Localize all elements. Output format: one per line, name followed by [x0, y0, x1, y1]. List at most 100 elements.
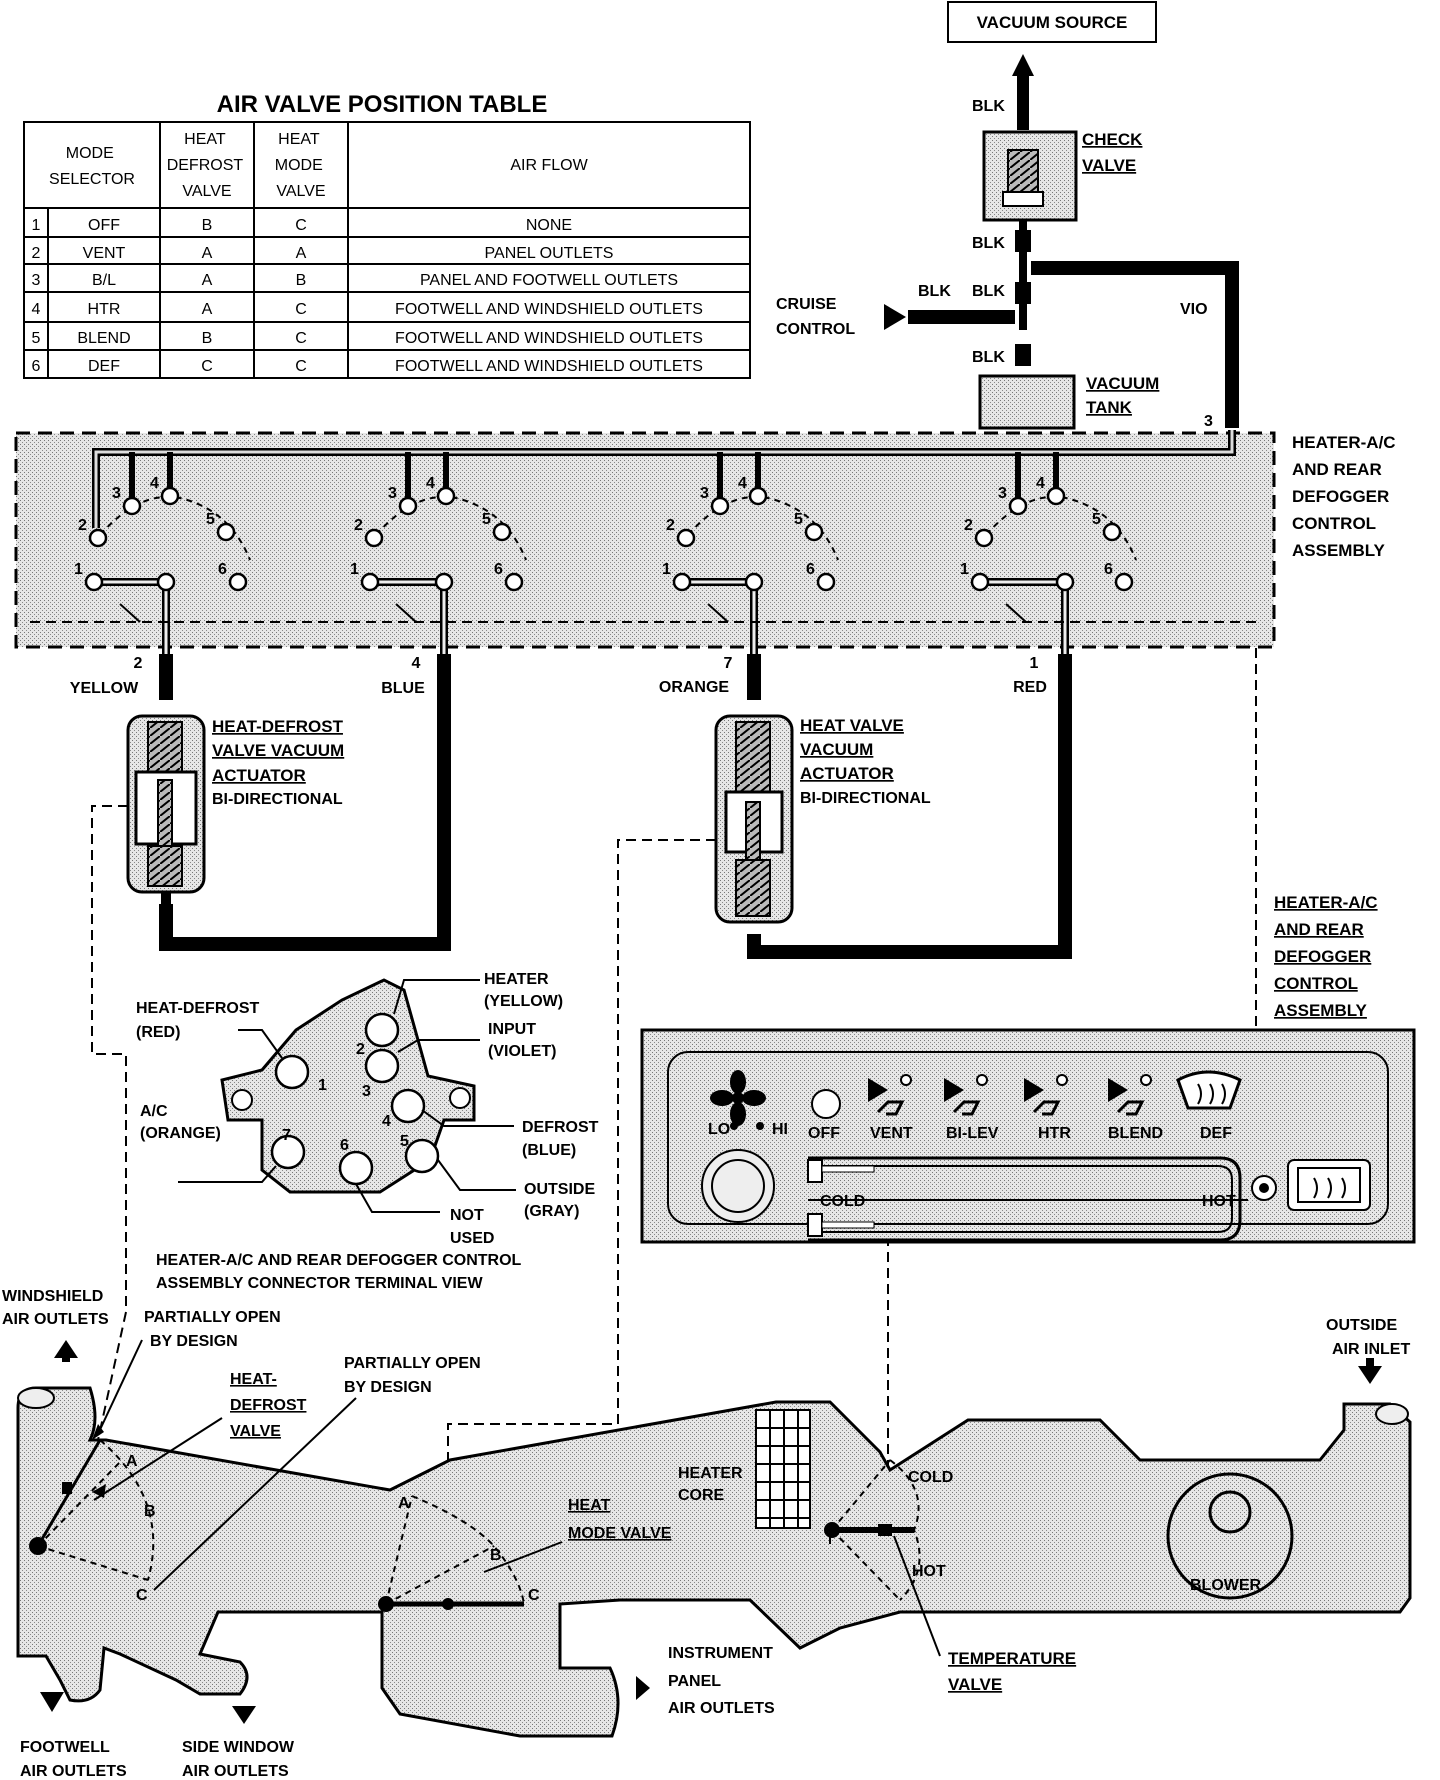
- table-cell-hd: A: [202, 245, 213, 262]
- switch-port: [970, 572, 990, 592]
- hose-red-label: RED: [1013, 679, 1047, 696]
- windshield-outlets-label: WINDSHIELD AIR OUTLETS: [2, 1288, 109, 1328]
- switch-port: [1046, 486, 1066, 506]
- table-header-heat-mode: HEAT MODE VALVE: [275, 131, 327, 200]
- switch-port: [1114, 572, 1134, 592]
- mode-vent-icon[interactable]: [868, 1078, 888, 1102]
- connector-defrost-label: DEFROST (BLUE): [522, 1119, 603, 1159]
- table-header-heat-defrost: HEAT DEFROST VALVE: [167, 131, 248, 200]
- switch-port: [974, 528, 994, 548]
- hose-orange-label: ORANGE: [659, 679, 730, 696]
- mode-bi-lev-icon[interactable]: [944, 1078, 964, 1102]
- duct-system: HEATER CORE COLD HOT TEMPERATURE VALVE B…: [2, 1288, 1412, 1780]
- red-hose: [747, 654, 1072, 959]
- switch-port-number: 1: [960, 561, 969, 578]
- blk-label-4: BLK: [972, 349, 1005, 366]
- table-cell-hm: C: [295, 330, 307, 347]
- table-cell-flow: PANEL AND FOOTWELL OUTLETS: [420, 272, 678, 289]
- hose-blue-label: BLUE: [381, 680, 425, 697]
- connector-pin-1: [274, 1054, 310, 1090]
- table-cell-n: 1: [32, 217, 41, 234]
- table-header-air-flow: AIR FLOW: [510, 157, 588, 174]
- switch-port-number: 1: [350, 561, 359, 578]
- outside-air-arrow-icon: [1358, 1366, 1382, 1384]
- pin-num-7: 7: [282, 1127, 291, 1144]
- hose-yellow-label: YELLOW: [70, 680, 139, 697]
- switch-port: [84, 572, 104, 592]
- side-window-outlets-label: SIDE WINDOW AIR OUTLETS: [182, 1739, 298, 1780]
- table-cell-mode: BLEND: [77, 330, 130, 347]
- connector-terminal-view: 1 2 3 4 5 6 7 HEAT-DEFROST (RED) HEATER …: [136, 971, 603, 1292]
- connector-heat-defrost-label: HEAT-DEFROST (RED): [136, 1000, 264, 1041]
- svg-text:B: B: [490, 1547, 502, 1564]
- switch-port: [88, 528, 108, 548]
- mode-def-icon[interactable]: [1176, 1070, 1242, 1110]
- control-assembly-label-top: HEATER-A/C AND REAR DEFOGGER CONTROL ASS…: [1292, 433, 1400, 560]
- heat-valve-actuator-label: HEAT VALVE VACUUM ACTUATOR BI-DIRECTIONA…: [800, 716, 931, 807]
- switch-port: [748, 486, 768, 506]
- table-cell-n: 2: [32, 245, 41, 262]
- vacuum-tank-label: VACUUM TANK: [1086, 374, 1164, 417]
- heater-core-label: HEATER CORE: [678, 1465, 747, 1504]
- mode-blend-icon[interactable]: [1108, 1078, 1128, 1102]
- fan-lo-label: LO: [708, 1121, 730, 1138]
- switch-port: [364, 528, 384, 548]
- pin-num-6: 6: [340, 1137, 349, 1154]
- port-3-label: 3: [1204, 413, 1213, 430]
- table-cell-flow: NONE: [526, 217, 572, 234]
- rear-defog-icon: [1313, 1177, 1346, 1199]
- blk-label-2: BLK: [972, 235, 1005, 252]
- vacuum-source-box: [947, 1, 1157, 43]
- heat-defrost-actuator-label: HEAT-DEFROST VALVE VACUUM ACTUATOR BI-DI…: [212, 717, 349, 808]
- hose-blue-num: 4: [412, 655, 421, 672]
- slider-hot-label: HOT: [1202, 1193, 1236, 1210]
- mode-htr-icon[interactable]: [1024, 1078, 1044, 1102]
- vio-label: VIO: [1180, 301, 1208, 318]
- footwell-arrow-icon: [40, 1692, 64, 1712]
- heat-mode-valve: [378, 1495, 525, 1612]
- blue-hose: [159, 654, 451, 951]
- connector-caption: HEATER-A/C AND REAR DEFOGGER CONTROL ASS…: [156, 1252, 526, 1292]
- check-valve-spring-icon: [1007, 149, 1039, 193]
- switch-port: [216, 522, 236, 542]
- blk-label-3: BLK: [972, 283, 1005, 300]
- switch-port-number: 4: [426, 475, 435, 492]
- table-cell-hd: C: [201, 358, 213, 375]
- footwell-outlets-label: FOOTWELL AIR OUTLETS: [20, 1739, 127, 1780]
- temperature-slider[interactable]: [807, 1156, 1248, 1242]
- hose-red-num: 1: [1030, 655, 1039, 672]
- switch-port-number: 2: [964, 517, 973, 534]
- switch-port-number: 2: [78, 517, 87, 534]
- switch-port-number: 3: [700, 485, 709, 502]
- table-cell-hd: B: [202, 330, 213, 347]
- table-cell-flow: FOOTWELL AND WINDSHIELD OUTLETS: [395, 301, 703, 318]
- table-cell-n: 4: [32, 301, 41, 318]
- hose-orange-num: 7: [724, 655, 733, 672]
- control-assembly-label-right: HEATER-A/C AND REAR DEFOGGER CONTROL ASS…: [1274, 893, 1382, 1020]
- air-valve-position-table: AIR VALVE POSITION TABLE MODE SELECTOR H…: [23, 91, 751, 379]
- switch-port: [1008, 496, 1028, 516]
- heat-mode-valve-label: HEAT MODE VALVE: [568, 1497, 672, 1542]
- switch-port-number: 6: [494, 561, 503, 578]
- connector-outside-label: OUTSIDE (GRAY): [524, 1181, 600, 1220]
- switch-port: [710, 496, 730, 516]
- instrument-panel-outlets-label: INSTRUMENT PANEL AIR OUTLETS: [668, 1645, 777, 1717]
- temperature-valve-label: TEMPERATURE VALVE: [948, 1649, 1081, 1694]
- connector-ac-label: A/C (ORANGE): [140, 1103, 221, 1142]
- switch-port-number: 3: [998, 485, 1007, 502]
- table-cell-flow: FOOTWELL AND WINDSHIELD OUTLETS: [395, 330, 703, 347]
- off-button[interactable]: [811, 1089, 841, 1119]
- connector-pin-2: [364, 1012, 400, 1048]
- rear-defog-button[interactable]: [1287, 1159, 1371, 1211]
- vacuum-source-group: VACUUM SOURCE BLK CHECK VALVE BLK BLK BL…: [776, 1, 1239, 430]
- pin-num-2: 2: [356, 1041, 365, 1058]
- duct-door-letters: A B C A B C: [126, 1453, 540, 1604]
- pin-num-1: 1: [318, 1077, 327, 1094]
- mode-label-vent: VENT: [870, 1125, 913, 1142]
- temperature-valve: [824, 1459, 921, 1601]
- svg-text:C: C: [528, 1587, 540, 1604]
- table-cell-flow: FOOTWELL AND WINDSHIELD OUTLETS: [395, 358, 703, 375]
- side-window-arrow-icon: [232, 1706, 256, 1724]
- switch-port-number: 6: [218, 561, 227, 578]
